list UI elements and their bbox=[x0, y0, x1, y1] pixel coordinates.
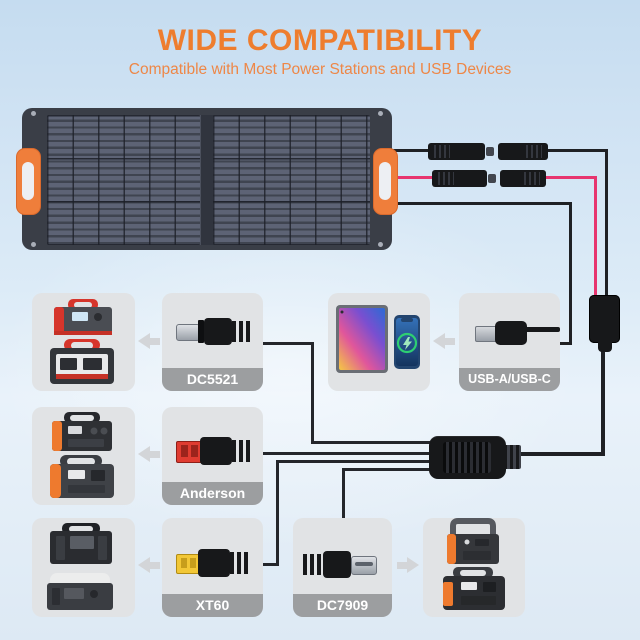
arrow-left-icon bbox=[433, 333, 456, 350]
page-subtitle: Compatible with Most Power Stations and … bbox=[128, 61, 512, 78]
panel-screw-icon bbox=[378, 242, 383, 247]
anderson-connector-icon bbox=[162, 407, 263, 482]
cable-usb-output bbox=[569, 204, 572, 344]
connector-label-anderson: Anderson bbox=[162, 482, 263, 505]
wire-to-dc5521 bbox=[258, 342, 314, 345]
solar-panel-left-half bbox=[47, 115, 200, 245]
tablet-phone-illustration bbox=[336, 305, 420, 373]
connector-card-usb: USB-A/USB-C bbox=[459, 293, 560, 391]
orange-power-stations-2-illustration bbox=[443, 518, 505, 610]
device-card-black-white-power-stations bbox=[32, 518, 135, 617]
arrow-left-icon bbox=[138, 333, 161, 350]
cable-usb-output bbox=[393, 202, 572, 205]
xt60-connector-icon bbox=[162, 518, 263, 594]
dc-adapter-connector bbox=[589, 295, 620, 343]
wire-to-dc5521 bbox=[311, 342, 314, 444]
cable-mc4-positive bbox=[393, 149, 429, 152]
dc5521-connector-icon bbox=[162, 293, 263, 368]
connector-card-dc5521: DC5521 bbox=[162, 293, 263, 391]
handle-grip bbox=[379, 162, 391, 200]
orange-power-stations-illustration bbox=[50, 412, 114, 498]
connector-label-dc5521: DC5521 bbox=[162, 368, 263, 391]
wire-to-dc7909 bbox=[342, 468, 345, 520]
arrow-left-icon bbox=[138, 446, 161, 463]
mc4-connector-icon bbox=[500, 170, 546, 187]
mc4-connector-icon bbox=[428, 143, 485, 160]
panel-screw-icon bbox=[31, 111, 36, 116]
mc4-connector-icon bbox=[498, 143, 548, 160]
solar-panel-illustration bbox=[16, 108, 398, 250]
connector-card-xt60: XT60 bbox=[162, 518, 263, 617]
cable-mc4-positive bbox=[548, 149, 608, 152]
cable-mc4-negative-pink bbox=[546, 176, 597, 179]
splitter-input-nub bbox=[504, 445, 521, 469]
wire-to-xt60 bbox=[276, 460, 279, 566]
cable-mc4-negative-pink bbox=[594, 178, 597, 297]
device-card-orange-power-stations-2 bbox=[423, 518, 525, 617]
mc4-connector-icon bbox=[432, 170, 487, 187]
arrow-right-icon bbox=[396, 557, 419, 574]
connector-card-anderson: Anderson bbox=[162, 407, 263, 505]
handle-grip bbox=[22, 162, 34, 200]
panel-handle-right bbox=[373, 148, 398, 215]
panel-handle-left bbox=[16, 148, 41, 215]
page-title: WIDE COMPATIBILITY bbox=[157, 24, 483, 57]
mc4-pin-icon bbox=[486, 147, 494, 156]
mc4-pin-icon bbox=[488, 174, 496, 183]
cable-usb-output bbox=[556, 342, 572, 345]
cable-mc4-positive bbox=[605, 151, 608, 297]
main-cable bbox=[601, 350, 605, 456]
cable-mc4-negative-pink bbox=[393, 176, 433, 179]
connector-label-dc7909: DC7909 bbox=[293, 594, 392, 617]
four-in-one-splitter bbox=[429, 436, 506, 479]
wire-to-xt60 bbox=[258, 563, 279, 566]
connector-card-dc7909: DC7909 bbox=[293, 518, 392, 617]
panel-screw-icon bbox=[31, 242, 36, 247]
solar-panel-right-half bbox=[213, 115, 370, 245]
wire-to-dc5521 bbox=[311, 441, 431, 444]
dc-adapter-neck bbox=[598, 342, 612, 352]
wire-to-dc7909 bbox=[342, 468, 431, 471]
usb-connector-icon bbox=[459, 293, 560, 368]
red-power-stations-illustration bbox=[50, 299, 114, 384]
main-cable bbox=[518, 452, 605, 456]
device-card-red-power-stations bbox=[32, 293, 135, 391]
dc7909-connector-icon bbox=[293, 518, 392, 594]
device-card-tablet-phone bbox=[328, 293, 430, 391]
arrow-left-icon bbox=[138, 557, 161, 574]
device-card-orange-power-stations bbox=[32, 407, 135, 505]
connector-label-xt60: XT60 bbox=[162, 594, 263, 617]
black-white-power-stations-illustration bbox=[47, 523, 113, 610]
wire-to-xt60 bbox=[276, 460, 431, 463]
connector-label-usb: USB-A/USB-C bbox=[459, 368, 560, 391]
wire-to-anderson bbox=[258, 452, 431, 455]
panel-screw-icon bbox=[378, 111, 383, 116]
